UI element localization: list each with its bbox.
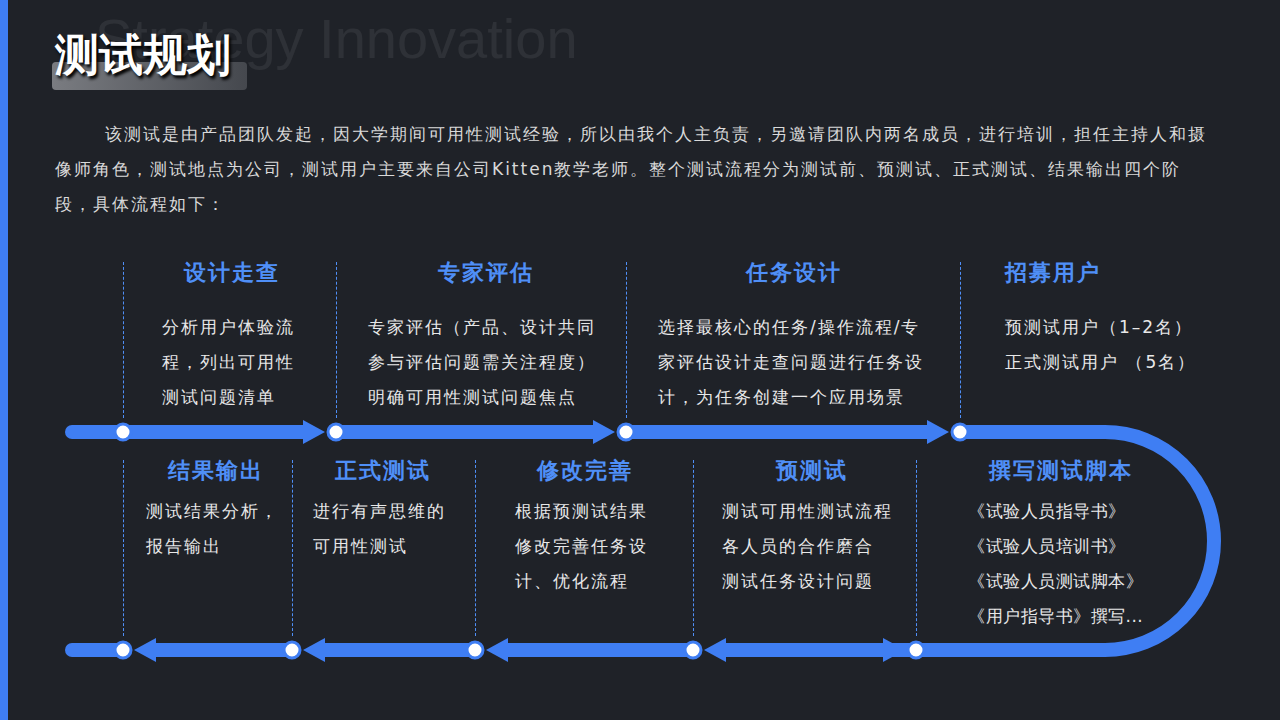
timeline-dot (467, 642, 483, 658)
stage-description: 分析用户体验流 程，列出可用性 测试问题清单 (162, 310, 302, 415)
dashed-guide (626, 262, 627, 418)
timeline-line (722, 643, 916, 657)
stage-description: 各人员的合作磨合 (722, 529, 902, 564)
timeline-dot (115, 642, 131, 658)
stage-heading: 预测试 (722, 456, 902, 486)
stage-description: 预测试用户（1–2名） (1005, 310, 1205, 345)
stage-content: 专家评估专家评估（产品、设计共同 参与评估问题需关注程度）明确可用性测试问题焦点 (368, 258, 604, 415)
timeline-arrow (486, 638, 693, 662)
dashed-guide (336, 262, 337, 418)
stage-description: 正式测试用户 （5名） (1005, 345, 1205, 380)
timeline-line (626, 425, 931, 439)
arrow-head (303, 638, 325, 662)
stage-node: 任务设计选择最核心的任务/操作流程/专 家评估设计走查问题进行任务设 计，为任务… (626, 258, 930, 432)
stage-description: 《用户指导书》撰写... (968, 599, 1153, 634)
timeline-dot (908, 642, 924, 658)
arrow-head (134, 638, 156, 662)
stage-description: 测试可用性测试流程 (722, 494, 902, 529)
arrow-head (704, 638, 726, 662)
arrow-head (303, 420, 325, 444)
stage-content: 修改完善根据预测试结果 修改完善任务设 计、优化流程 (515, 456, 655, 599)
timeline-dot (328, 424, 344, 440)
page-title: 测试规划 (55, 26, 231, 85)
stage-heading: 招募用户 (1005, 258, 1205, 288)
stage-heading: 结果输出 (146, 456, 286, 486)
stage-heading: 任务设计 (658, 258, 930, 288)
timeline-line (504, 643, 693, 657)
stage-content: 任务设计选择最核心的任务/操作流程/专 家评估设计走查问题进行任务设 计，为任务… (658, 258, 930, 415)
timeline-dot (115, 424, 131, 440)
stage-description: 测试任务设计问题 (722, 564, 902, 599)
dashed-guide (123, 460, 124, 636)
stage-description: 专家评估（产品、设计共同 参与评估问题需关注程度） (368, 310, 604, 380)
stage-node: 修改完善根据预测试结果 修改完善任务设 计、优化流程 (475, 456, 655, 650)
stage-content: 撰写测试脚本《试验人员指导书》《试验人员培训书》《试验人员测试脚本》《用户指导书… (968, 456, 1153, 634)
stage-heading: 设计走查 (162, 258, 302, 288)
stage-description: 明确可用性测试问题焦点 (368, 380, 604, 415)
timeline-line (152, 643, 292, 657)
arrow-head (486, 638, 508, 662)
stage-node: 预测试测试可用性测试流程各人员的合作磨合测试任务设计问题 (693, 456, 902, 650)
timeline-line (887, 432, 1214, 650)
stage-heading: 专家评估 (368, 258, 604, 288)
timeline-arrow (134, 638, 292, 662)
stage-node: 结果输出测试结果分析， 报告输出 (123, 456, 286, 650)
dashed-guide (960, 262, 961, 418)
timeline-arrow (123, 420, 325, 444)
stage-description: 进行有声思维的 可用性测试 (313, 494, 453, 564)
dashed-guide (693, 460, 694, 636)
timeline-arrow (303, 638, 475, 662)
dashed-guide (475, 460, 476, 636)
timeline-arrow (626, 420, 949, 444)
intro-paragraph: 该测试是由产品团队发起，因大学期间可用性测试经验，所以由我个人主负责，另邀请团队… (55, 117, 1215, 222)
accent-bar (0, 0, 8, 720)
timeline-dot (618, 424, 634, 440)
stage-content: 设计走查分析用户体验流 程，列出可用性 测试问题清单 (162, 258, 302, 415)
stage-heading: 撰写测试脚本 (968, 456, 1153, 486)
dashed-guide (916, 460, 917, 636)
stage-node: 专家评估专家评估（产品、设计共同 参与评估问题需关注程度）明确可用性测试问题焦点 (336, 258, 604, 432)
timeline-arrow (883, 432, 1214, 662)
timeline-dot (685, 642, 701, 658)
stage-content: 正式测试进行有声思维的 可用性测试 (313, 456, 453, 564)
stage-content: 结果输出测试结果分析， 报告输出 (146, 456, 286, 564)
stage-heading: 修改完善 (515, 456, 655, 486)
timeline-arrow (336, 420, 615, 444)
arrow-head (927, 420, 949, 444)
timeline-line (321, 643, 475, 657)
stage-heading: 正式测试 (313, 456, 453, 486)
timeline-arrow (704, 638, 916, 662)
stage-node: 撰写测试脚本《试验人员指导书》《试验人员培训书》《试验人员测试脚本》《用户指导书… (916, 456, 1153, 650)
stage-description: 根据预测试结果 修改完善任务设 计、优化流程 (515, 494, 655, 599)
timeline-dot (284, 642, 300, 658)
stage-description: 《试验人员测试脚本》 (968, 564, 1153, 599)
stage-node: 招募用户预测试用户（1–2名）正式测试用户 （5名） (960, 258, 1205, 432)
stage-description: 《试验人员指导书》 (968, 494, 1153, 529)
stage-description: 选择最核心的任务/操作流程/专 家评估设计走查问题进行任务设 计，为任务创建一个… (658, 310, 930, 415)
timeline-dot (952, 424, 968, 440)
dashed-guide (292, 460, 293, 636)
stage-node: 正式测试进行有声思维的 可用性测试 (292, 456, 453, 650)
stage-content: 招募用户预测试用户（1–2名）正式测试用户 （5名） (1005, 258, 1205, 380)
stage-description: 《试验人员培训书》 (968, 529, 1153, 564)
stage-node: 设计走查分析用户体验流 程，列出可用性 测试问题清单 (123, 258, 302, 432)
stage-content: 预测试测试可用性测试流程各人员的合作磨合测试任务设计问题 (722, 456, 902, 599)
dashed-guide (123, 262, 124, 418)
timeline-line (123, 425, 307, 439)
arrow-head (593, 420, 615, 444)
timeline-line (336, 425, 597, 439)
stage-description: 测试结果分析， 报告输出 (146, 494, 286, 564)
